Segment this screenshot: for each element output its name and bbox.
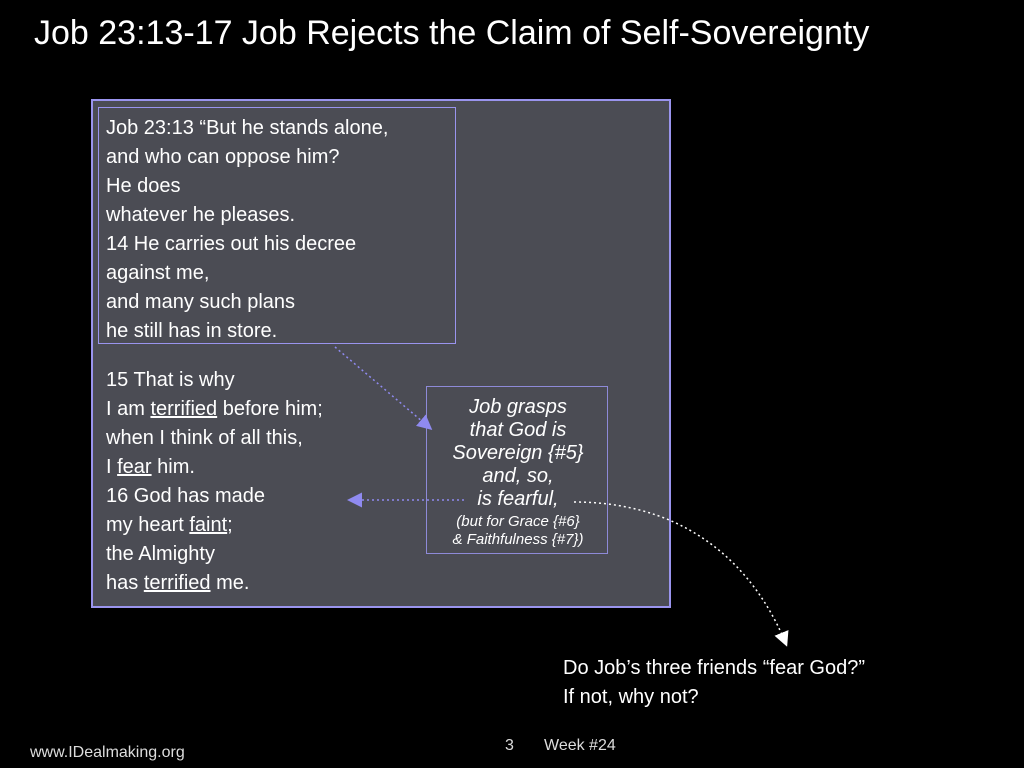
underlined-word: faint bbox=[189, 514, 228, 536]
callout-line: that God is bbox=[469, 419, 567, 441]
arrow-to-callout bbox=[334, 346, 433, 430]
verse-line: He does bbox=[106, 175, 181, 197]
verse-line: whatever he pleases. bbox=[106, 204, 296, 226]
verse-line: my heart faint; bbox=[106, 511, 233, 540]
verse-line: and many such plans bbox=[106, 291, 296, 313]
question-text: Do Job’s three friends “fear God?” If no… bbox=[563, 654, 865, 712]
verse-box bbox=[98, 107, 456, 344]
verse-text: has bbox=[106, 572, 144, 594]
underlined-word: fear bbox=[117, 456, 152, 478]
verse-line: when I think of all this, bbox=[106, 427, 303, 449]
question-line: If not, why not? bbox=[563, 686, 699, 708]
verse-text: I bbox=[106, 456, 118, 478]
footer-website: www.IDealmaking.org bbox=[30, 744, 185, 761]
verse-text: I am bbox=[106, 398, 151, 420]
verse-line: I am terrified before him; bbox=[106, 395, 323, 424]
callout-line: and, so, bbox=[482, 465, 554, 487]
verse-line: he still has in store. bbox=[106, 320, 278, 342]
verse-text: ; bbox=[227, 514, 233, 536]
question-line: Do Job’s three friends “fear God?” bbox=[563, 657, 866, 679]
callout-line: is fearful, bbox=[477, 488, 559, 510]
underlined-word: terrified bbox=[143, 572, 211, 594]
callout-line: Sovereign {#5} bbox=[452, 442, 584, 464]
verse-text: me. bbox=[210, 572, 250, 594]
verse-text: my heart bbox=[106, 514, 190, 536]
verse-line: 14 He carries out his decree bbox=[106, 233, 357, 255]
verse-line: the Almighty bbox=[106, 543, 215, 565]
verse-line: and who can oppose him? bbox=[106, 146, 340, 168]
callout-note: & Faithfulness {#7}) bbox=[452, 531, 584, 548]
verse-line: 16 God has made bbox=[106, 485, 265, 507]
callout-line: Job grasps bbox=[469, 396, 567, 418]
page-number: 3 bbox=[505, 737, 514, 754]
verse-line: Job 23:13 “But he stands alone, bbox=[106, 117, 389, 139]
week-label: Week #24 bbox=[544, 737, 616, 754]
content-panel bbox=[91, 99, 671, 608]
arrow-to-question bbox=[573, 501, 789, 647]
verse-text: before him; bbox=[217, 398, 323, 420]
verse-line: has terrified me. bbox=[106, 569, 249, 598]
verse-line: against me, bbox=[106, 262, 210, 284]
verse-line: I fear him. bbox=[106, 453, 195, 482]
callout-box: Job grasps that God is Sovereign {#5} an… bbox=[426, 386, 608, 554]
verse-text: him. bbox=[151, 456, 195, 478]
underlined-word: terrified bbox=[150, 398, 218, 420]
verse-line: 15 That is why bbox=[106, 369, 235, 391]
slide-title: Job 23:13-17 Job Rejects the Claim of Se… bbox=[34, 14, 870, 52]
callout-note: (but for Grace {#6} bbox=[456, 513, 580, 530]
